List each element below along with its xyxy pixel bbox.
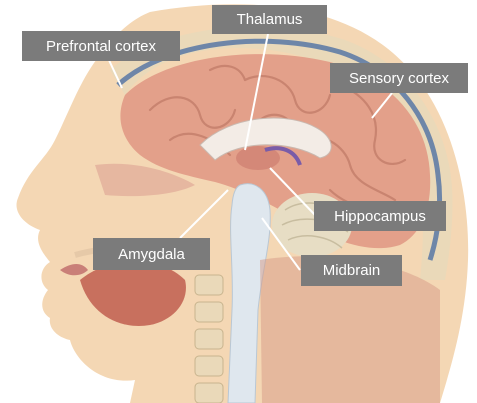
midbrain-leader-line <box>262 218 300 270</box>
label-sensory-cortex: Sensory cortex <box>330 63 468 93</box>
thalamus-leader-line <box>245 34 268 150</box>
label-amygdala: Amygdala <box>93 238 210 270</box>
label-hippocampus: Hippocampus <box>314 201 446 231</box>
label-midbrain: Midbrain <box>301 255 402 286</box>
sensory-cortex-leader-line <box>372 93 392 118</box>
amygdala-leader-line <box>180 190 228 238</box>
prefrontal-cortex-leader-line <box>108 58 122 88</box>
label-thalamus: Thalamus <box>212 5 327 34</box>
label-prefrontal-cortex: Prefrontal cortex <box>22 31 180 61</box>
hippocampus-leader-line <box>270 168 315 215</box>
